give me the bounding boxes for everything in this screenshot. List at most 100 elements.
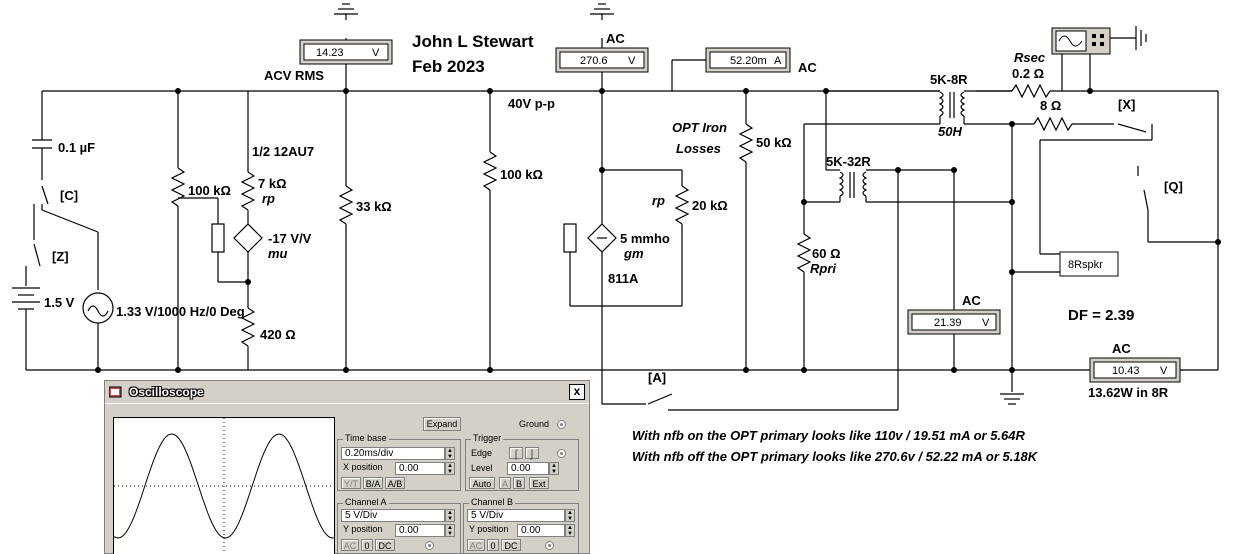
channel-b-ypos-label: Y position (469, 524, 509, 534)
oscilloscope-window[interactable]: Oscilloscope x Expand Ground Time base 0… (104, 380, 590, 554)
c1-label: 0.1 µF (58, 140, 95, 155)
level-field[interactable]: 0.00 (507, 462, 549, 475)
oscilloscope-title: Oscilloscope (129, 385, 204, 399)
svg-text:13.62W in 8R: 13.62W in 8R (1088, 385, 1169, 400)
close-icon[interactable]: x (569, 384, 585, 400)
svg-text:AC: AC (962, 293, 981, 308)
author: John L Stewart (412, 32, 534, 51)
mu-value: -17 V/V (268, 231, 312, 246)
scope-display (113, 417, 335, 554)
oscilloscope-titlebar[interactable]: Oscilloscope x (105, 381, 589, 404)
level-spinner[interactable]: ▲▼ (549, 462, 559, 475)
timebase-group (337, 439, 461, 491)
voltmeter-21v: 21.39 V AC (907, 293, 1001, 335)
oscilloscope-icon[interactable] (1051, 27, 1111, 55)
t1-label: 5K-8R (930, 72, 968, 87)
switch-q-label: [Q] (1164, 179, 1183, 194)
rp-value: 7 kΩ (258, 176, 287, 191)
svg-text:V: V (628, 55, 636, 67)
edge-label: Edge (471, 448, 493, 458)
channel-b-ypos-spinner[interactable]: ▲▼ (565, 524, 575, 537)
switch-a-label: [A] (648, 370, 666, 385)
xpos-spinner[interactable]: ▲▼ (445, 462, 455, 475)
df-label: DF = 2.39 (1068, 307, 1134, 324)
xpos-label: X position (343, 462, 383, 472)
r60-label: 60 Ω (812, 246, 841, 261)
speaker-8r: 8Rspkr (1059, 251, 1119, 277)
svg-text:10.43: 10.43 (1112, 365, 1140, 377)
xpos-field[interactable]: 0.00 (395, 462, 445, 475)
ground-icon (334, 3, 358, 20)
rsec-label: Rsec (1014, 50, 1046, 65)
channel-b-dc-button[interactable]: DC (501, 539, 521, 551)
svg-text:V: V (982, 317, 990, 329)
r20k-label: 20 kΩ (692, 198, 728, 213)
ab-button[interactable]: A/B (385, 477, 405, 489)
trigger-group (465, 439, 579, 491)
tube811-label: 811A (608, 271, 639, 286)
battery-label: 1.5 V (44, 295, 75, 310)
channel-b-group (463, 503, 579, 554)
trigger-a-button[interactable]: A (499, 477, 511, 489)
ba-button[interactable]: B/A (363, 477, 383, 489)
yt-button[interactable]: Y/T (341, 477, 361, 489)
voltmeter-14v: 14.23 V ACV RMS (264, 39, 393, 83)
channel-a-ypos-label: Y position (343, 524, 383, 534)
channel-a-scale-spinner[interactable]: ▲▼ (445, 509, 455, 522)
ground-radio[interactable] (557, 420, 566, 429)
rising-edge-icon[interactable]: ⌠ (509, 447, 523, 459)
rp-label: rp (262, 191, 275, 206)
r420-label: 420 Ω (260, 327, 296, 342)
timebase-field[interactable]: 0.20ms/div (341, 447, 445, 460)
svg-text:270.6: 270.6 (580, 55, 608, 67)
svg-text:21.39: 21.39 (934, 317, 962, 329)
switch-c-label: [C] (60, 188, 78, 203)
svg-text:52.20m: 52.20m (730, 55, 767, 67)
oscilloscope-app-icon (109, 386, 122, 398)
r100k-b-label: 100 kΩ (500, 167, 543, 182)
channel-b-scale-spinner[interactable]: ▲▼ (565, 509, 575, 522)
channel-a-dc-button[interactable]: DC (375, 539, 395, 551)
falling-edge-icon[interactable]: ⌡ (525, 447, 539, 459)
edge-radio[interactable] (557, 449, 566, 458)
trigger-ext-button[interactable]: Ext (529, 477, 549, 489)
channel-a-ypos[interactable]: 0.00 (395, 524, 445, 537)
ammeter-52ma: 52.20m A AC (705, 47, 817, 75)
channel-a-radio[interactable] (425, 541, 434, 550)
voltmeter-270v: 270.6 V AC (555, 31, 649, 73)
gm-label: gm (623, 246, 644, 261)
channel-a-scale[interactable]: 5 V/Div (341, 509, 445, 522)
tube-label: 1/2 12AU7 (252, 144, 314, 159)
expand-button[interactable]: Expand (423, 417, 461, 431)
channel-a-zero-button[interactable]: 0 (361, 539, 373, 551)
svg-text:AC: AC (1112, 341, 1131, 356)
channel-b-ac-button[interactable]: AC (467, 539, 485, 551)
r8-label: 8 Ω (1040, 98, 1061, 113)
voltmeter-10v: 10.43 V AC 13.62W in 8R (1088, 341, 1181, 400)
trigger-b-button[interactable]: B (513, 477, 525, 489)
svg-text:14.23: 14.23 (316, 47, 344, 59)
svg-text:AC: AC (798, 60, 817, 75)
channel-b-scale[interactable]: 5 V/Div (467, 509, 565, 522)
svg-text:ACV RMS: ACV RMS (264, 68, 324, 83)
switch-z-label: [Z] (52, 249, 69, 264)
channel-a-title: Channel A (343, 497, 389, 507)
channel-b-zero-button[interactable]: 0 (487, 539, 499, 551)
channel-b-ypos[interactable]: 0.00 (517, 524, 565, 537)
t2-label: 5K-32R (826, 154, 871, 169)
junction-dots (95, 88, 1221, 373)
channel-a-ypos-spinner[interactable]: ▲▼ (445, 524, 455, 537)
svg-text:AC: AC (606, 31, 625, 46)
channel-b-radio[interactable] (545, 541, 554, 550)
note-nfb-off: With nfb off the OPT primary looks like … (632, 449, 1039, 464)
pp-label: 40V p-p (508, 96, 555, 111)
ground-icon (590, 3, 614, 20)
svg-text:8Rspkr: 8Rspkr (1068, 259, 1103, 271)
timebase-spinner[interactable]: ▲▼ (445, 447, 455, 460)
auto-button[interactable]: Auto (469, 477, 495, 489)
switch-x-label: [X] (1118, 97, 1135, 112)
source-label: 1.33 V/1000 Hz/0 Deg (116, 304, 245, 319)
note-nfb-on: With nfb on the OPT primary looks like 1… (632, 428, 1026, 443)
channel-a-ac-button[interactable]: AC (341, 539, 359, 551)
